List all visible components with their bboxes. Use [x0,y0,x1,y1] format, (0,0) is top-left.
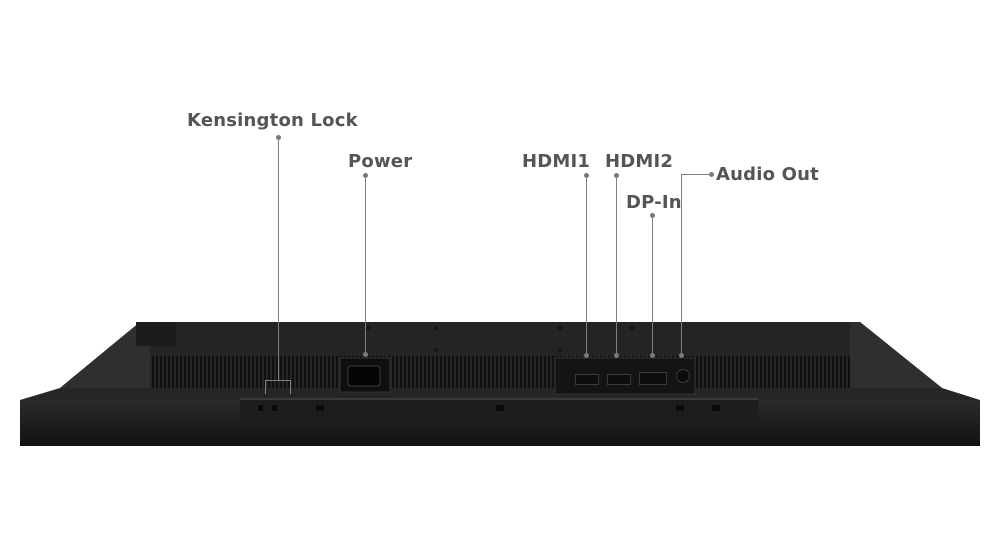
kensington-leader [278,138,279,380]
audio-out-label: Audio Out [716,164,819,185]
kensington-bracket-right [290,380,291,394]
brand-tab [136,322,176,346]
power-dot [363,173,368,178]
hdmi2-dot [614,173,619,178]
audio-out-leader-h [681,174,711,175]
kensington-lock-label: Kensington Lock [187,110,358,131]
dp-in-label: DP-In [626,192,682,213]
hdmi1-dot [584,173,589,178]
hdmi1-label: HDMI1 [522,151,591,172]
audio-out-port [676,369,690,383]
dp-in-dot [650,213,655,218]
dp-in-port [639,372,667,385]
dp-in-leader [652,216,653,356]
kensington-bracket-top [265,380,291,381]
audio-out-leader [681,174,682,356]
power-label: Power [348,151,413,172]
hdmi1-leader [586,176,587,356]
audio-out-dot [709,172,714,177]
kensington-bracket-left [265,380,266,394]
hdmi2-leader [616,176,617,356]
hdmi2-label: HDMI2 [605,151,674,172]
vent-grille [150,356,850,394]
center-panel [150,322,850,356]
hdmi1-port [575,374,599,385]
power-leader [365,176,366,356]
kensington-dot [276,135,281,140]
hdmi2-port [607,374,631,385]
